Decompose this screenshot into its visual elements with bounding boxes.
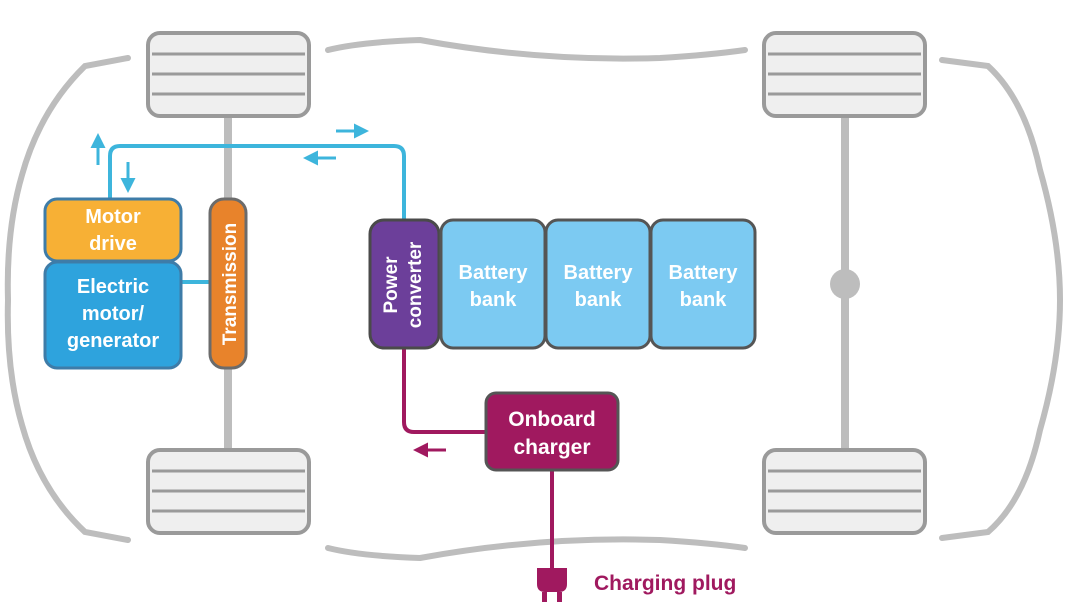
car-body-outline [4,36,1064,562]
power-converter-label-1: Power [381,256,402,314]
power-converter-box: Power converter [368,218,441,350]
motor-drive-label-1: Motor [85,206,141,228]
body-bottom-panel [325,536,748,562]
onboard-charger-box: Onboard charger [484,391,620,472]
ac-charging-line [402,348,486,434]
body-top-panel [325,36,748,62]
battery-bank-3-label-1: Battery [669,262,739,284]
battery-bank-2: Battery bank [544,218,652,350]
transmission-label: Transmission [220,223,241,346]
battery-bank-3-label-2: bank [680,289,728,311]
electric-motor-label-1: Electric [77,276,149,298]
wheel-front-right [146,448,311,535]
motor-drive-label-2: drive [89,233,137,255]
battery-bank-2-label-1: Battery [564,262,634,284]
transmission-box: Transmission [208,197,248,370]
onboard-charger-label-2: charger [513,436,590,459]
battery-bank-1: Battery bank [439,218,547,350]
electric-motor-label-2: motor/ [82,303,145,325]
wheel-front-left [146,31,311,118]
battery-bank-1-label-1: Battery [459,262,529,284]
dc-power-line [108,144,406,222]
battery-bank-1-label-2: bank [470,289,518,311]
motor-drive-box: Motor drive [43,197,183,263]
battery-bank-2-label-2: bank [575,289,623,311]
battery-bank-3: Battery bank [649,218,757,350]
body-rear-right-curve [939,57,1064,541]
wheel-rear-left [762,31,927,118]
body-front-left-curve [4,55,131,543]
rear-differential [830,269,860,299]
power-converter-label-2: converter [405,241,426,328]
electric-motor-label-3: generator [67,330,159,352]
plug-icon [537,568,567,602]
charging-plug-label: Charging plug [594,572,736,595]
wheel-rear-right [762,448,927,535]
onboard-charger-label-1: Onboard [508,408,596,431]
electric-motor-box: Electric motor/ generator [43,260,183,370]
